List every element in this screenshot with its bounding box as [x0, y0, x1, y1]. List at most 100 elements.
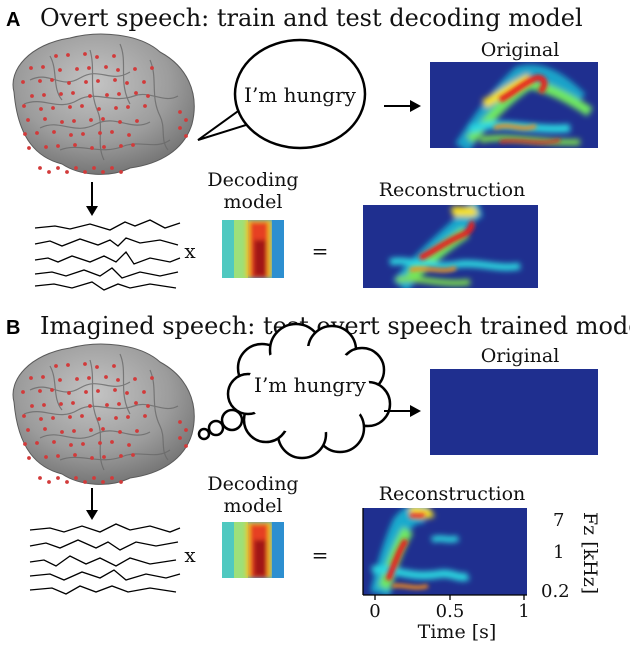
electrode-dot — [146, 94, 150, 98]
speech-text-a: I’m hungry — [244, 83, 357, 107]
electrode-dot — [54, 54, 58, 58]
panel-a: A Overt speech: train and test decoding … — [6, 4, 598, 291]
electrode-dot — [134, 91, 138, 95]
thought-bubble-b — [197, 322, 392, 460]
electrode-dot — [150, 66, 154, 70]
electrode-dot — [66, 53, 70, 57]
electrode-dot — [113, 78, 117, 82]
electrode-dot — [42, 93, 46, 97]
electrode-dot — [44, 145, 48, 149]
equals-symbol-b: = — [312, 543, 329, 567]
electrode-dot — [87, 376, 91, 380]
electrode-dot — [97, 417, 101, 421]
electrode-dot — [116, 378, 120, 382]
neural-traces-a — [34, 219, 181, 291]
electrode-dot — [83, 170, 87, 174]
electrode-dot — [150, 376, 154, 380]
speech-bubble-a — [197, 38, 367, 150]
electrode-dot — [184, 428, 188, 432]
electrode-dot — [22, 414, 26, 418]
panel-b-letter: B — [6, 317, 20, 339]
electrode-dot — [117, 402, 121, 406]
arrow-down-b — [86, 488, 98, 520]
electrode-dot — [112, 54, 116, 58]
electrode-dot — [134, 401, 138, 405]
decoding-label-a-line1: Decoding — [207, 169, 298, 191]
electrode-dot — [126, 415, 130, 419]
electrode-dot — [114, 106, 118, 110]
electrode-dot — [21, 80, 25, 84]
electrode-dot — [27, 146, 31, 150]
electrode-dot — [23, 132, 27, 136]
electrode-dot — [101, 170, 105, 174]
x-axis-label: Time [s] — [418, 621, 497, 643]
electrode-dot — [59, 92, 63, 96]
electrode-dot — [87, 66, 91, 70]
original-spectrogram-a — [430, 62, 598, 148]
electrode-dot — [84, 390, 88, 394]
electrode-dot — [184, 118, 188, 122]
electrode-dot — [72, 119, 76, 123]
electrode-dot — [143, 414, 147, 418]
arrow-down-a — [86, 182, 98, 216]
electrode-dot — [72, 429, 76, 433]
electrode-dot — [38, 389, 42, 393]
electrode-dot — [47, 170, 51, 174]
reconstruction-spectrogram-a — [363, 205, 538, 288]
electrode-dot — [92, 476, 96, 480]
arrow-right-b — [384, 405, 421, 417]
electrode-dot — [75, 377, 79, 381]
decoding-model-heatmap-a — [222, 220, 284, 278]
electrode-dot — [95, 55, 99, 59]
electrode-dot — [29, 66, 33, 70]
electrode-dot — [131, 143, 135, 147]
electrode-dot — [105, 93, 109, 97]
times-symbol-b: x — [184, 543, 196, 567]
reconstruction-label-a: Reconstruction — [379, 179, 526, 201]
electrode-dot — [58, 68, 62, 72]
electrode-dot — [41, 65, 45, 69]
electrode-dot — [81, 442, 85, 446]
neural-traces-b — [29, 523, 181, 595]
electrode-dot — [113, 388, 117, 392]
electrode-dot — [110, 440, 114, 444]
electrode-dot — [104, 65, 108, 69]
electrode-dot — [42, 403, 46, 407]
electrode-dot — [65, 480, 69, 484]
electrode-dot — [133, 67, 137, 71]
electrode-dot — [56, 454, 60, 458]
electrode-dot — [118, 430, 122, 434]
electrode-dot — [51, 106, 55, 110]
electrode-dot — [135, 429, 139, 433]
electrode-dot — [50, 78, 54, 82]
electrode-dot — [35, 441, 39, 445]
electrode-dot — [58, 378, 62, 382]
electrode-dot — [146, 404, 150, 408]
panel-b: B Imagined speech: test overt speech tra… — [6, 312, 630, 643]
electrode-dot — [30, 94, 34, 98]
electrode-dot — [84, 80, 88, 84]
original-label-b: Original — [481, 345, 560, 367]
electrode-dot — [88, 404, 92, 408]
electrode-dot — [26, 118, 30, 122]
y-axis-label: Fz [kHz] — [579, 512, 601, 594]
electrode-dot — [73, 143, 77, 147]
electrode-dot — [112, 364, 116, 368]
electrode-dot — [54, 364, 58, 368]
electrode-dot — [110, 476, 114, 480]
electrode-dot — [80, 104, 84, 108]
panel-a-letter: A — [6, 9, 20, 31]
electrode-dot — [142, 390, 146, 394]
electrode-dot — [60, 430, 64, 434]
electrode-dot — [90, 456, 94, 460]
electrode-dot — [56, 476, 60, 480]
electrode-dot — [90, 146, 94, 150]
electrode-dot — [80, 414, 84, 418]
electrode-dot — [135, 119, 139, 123]
electrode-dot — [114, 416, 118, 420]
electrode-dot — [92, 166, 96, 170]
reconstruction-label-b: Reconstruction — [379, 483, 526, 505]
electrode-dot — [133, 377, 137, 381]
electrode-dot — [119, 454, 123, 458]
